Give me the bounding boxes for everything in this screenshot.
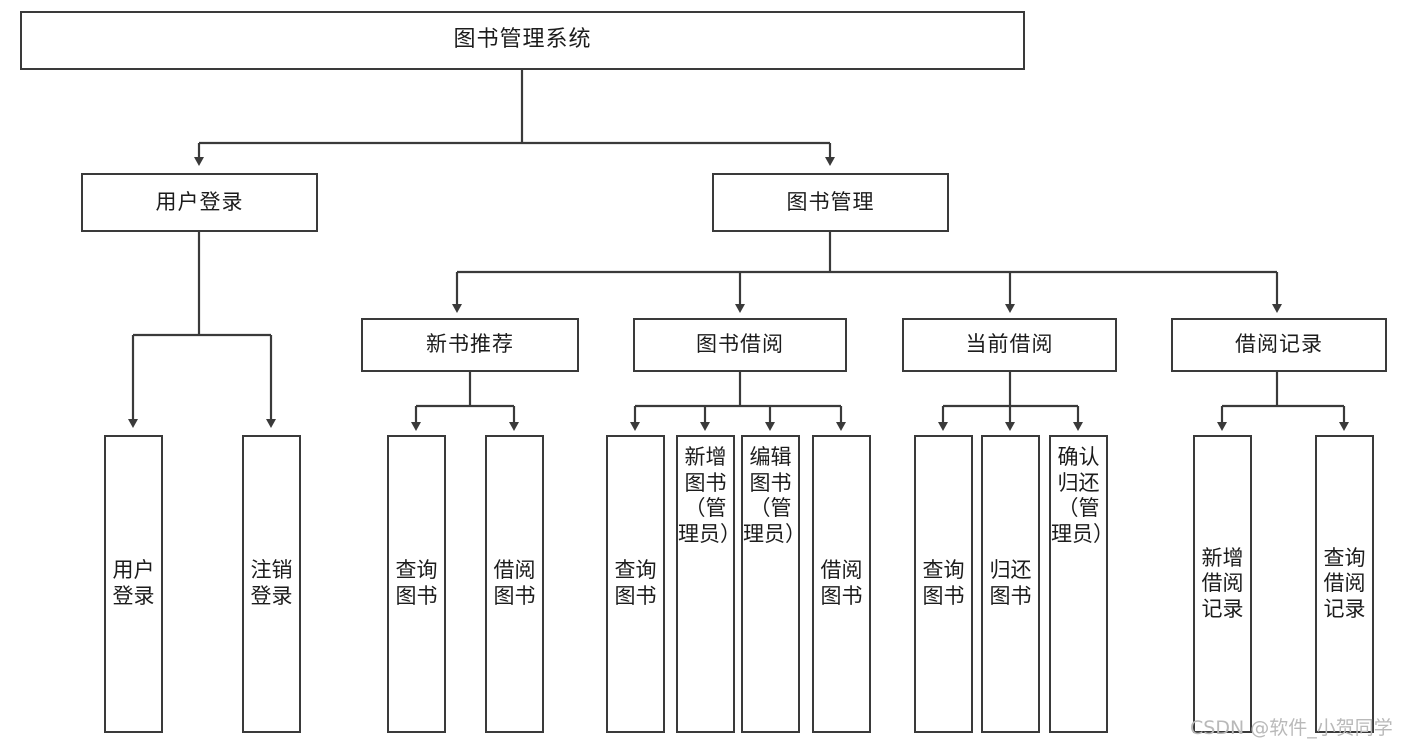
node-label: 新书推荐 — [426, 332, 514, 357]
node-label: 新增借阅记录 — [1201, 545, 1244, 621]
node-label: 确认归还（管理员） — [1051, 445, 1114, 546]
leaf-edit-book-admin[interactable]: 编辑图书（管理员） — [741, 435, 806, 733]
leaf-query-book-current[interactable]: 查询图书 — [914, 435, 973, 733]
node-new-book-recommend[interactable]: 新书推荐 — [361, 318, 579, 372]
leaf-borrow-book[interactable]: 借阅图书 — [812, 435, 871, 733]
node-label: 图书管理 — [786, 189, 875, 214]
watermark: CSDN @软件_小贺同学 — [1190, 717, 1393, 739]
leaf-user-login[interactable]: 用户登录 — [104, 435, 163, 733]
node-label: 新增图书（管理员） — [678, 445, 741, 546]
leaf-add-book-admin[interactable]: 新增图书（管理员） — [676, 435, 741, 733]
node-book-borrow[interactable]: 图书借阅 — [633, 318, 847, 372]
node-book-management[interactable]: 图书管理 — [712, 173, 949, 232]
node-user-login[interactable]: 用户登录 — [81, 173, 318, 232]
node-current-borrow[interactable]: 当前借阅 — [902, 318, 1117, 372]
node-label: 用户登录 — [112, 558, 155, 608]
node-borrow-record[interactable]: 借阅记录 — [1171, 318, 1387, 372]
node-label: 用户登录 — [155, 189, 244, 214]
node-label: 查询图书 — [395, 558, 438, 608]
node-label: 借阅图书 — [493, 558, 536, 608]
leaf-return-book[interactable]: 归还图书 — [981, 435, 1040, 733]
node-label: 图书借阅 — [696, 332, 784, 357]
node-label: 查询图书 — [614, 558, 657, 608]
leaf-borrow-book-recommend[interactable]: 借阅图书 — [485, 435, 544, 733]
node-root-library-system[interactable]: 图书管理系统 — [20, 11, 1025, 70]
node-label: 查询图书 — [922, 558, 965, 608]
node-label: 图书管理系统 — [453, 27, 592, 53]
leaf-query-book-borrow[interactable]: 查询图书 — [606, 435, 665, 733]
leaf-add-borrow-record[interactable]: 新增借阅记录 — [1193, 435, 1252, 733]
leaf-confirm-return-admin[interactable]: 确认归还（管理员） — [1049, 435, 1114, 733]
leaf-user-logout[interactable]: 注销登录 — [242, 435, 301, 733]
node-label: 归还图书 — [989, 558, 1032, 608]
leaf-query-book-recommend[interactable]: 查询图书 — [387, 435, 446, 733]
node-label: 查询借阅记录 — [1323, 545, 1366, 621]
node-label: 编辑图书（管理员） — [743, 445, 806, 546]
leaf-query-borrow-record[interactable]: 查询借阅记录 — [1315, 435, 1374, 733]
node-label: 借阅记录 — [1235, 332, 1323, 357]
node-label: 借阅图书 — [820, 558, 863, 608]
node-label: 注销登录 — [250, 558, 293, 608]
node-label: 当前借阅 — [965, 332, 1054, 357]
